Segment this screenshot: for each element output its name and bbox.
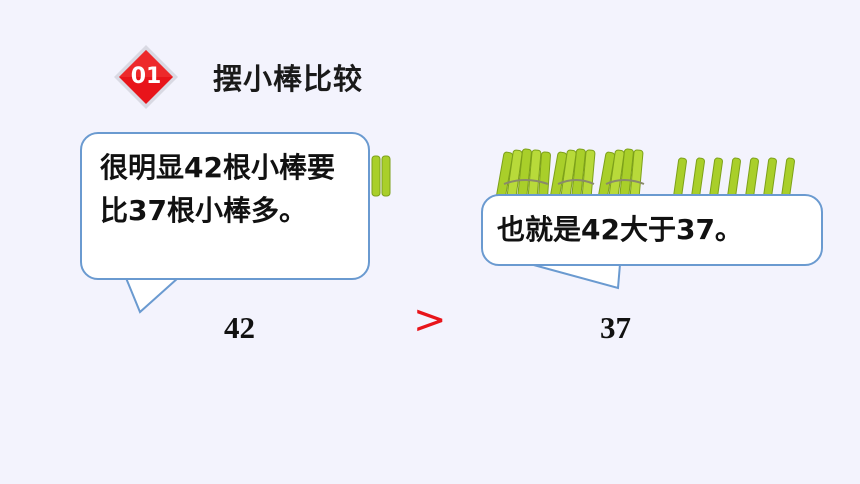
- left-bubble-tail: [125, 276, 179, 314]
- section-number-badge: 01: [113, 44, 179, 110]
- section-title: 摆小棒比较: [213, 62, 364, 96]
- stick-bundle: [549, 148, 596, 201]
- stick-bundle: [495, 148, 551, 201]
- right-number: 37: [600, 310, 631, 345]
- greater-than-symbol: >: [413, 297, 447, 343]
- right-bubble-tail: [528, 262, 621, 290]
- left-number: 42: [224, 310, 255, 345]
- single-sticks: [673, 157, 795, 201]
- left-stick-bundle: [371, 155, 391, 197]
- red-diamond-icon: [114, 45, 178, 109]
- left-speech-bubble: 很明显42根小棒要比37根小棒多。: [80, 132, 370, 280]
- stick-bundle: [597, 148, 645, 201]
- right-speech-bubble: 也就是42大于37。: [481, 194, 823, 266]
- badge-number: 01: [130, 64, 162, 89]
